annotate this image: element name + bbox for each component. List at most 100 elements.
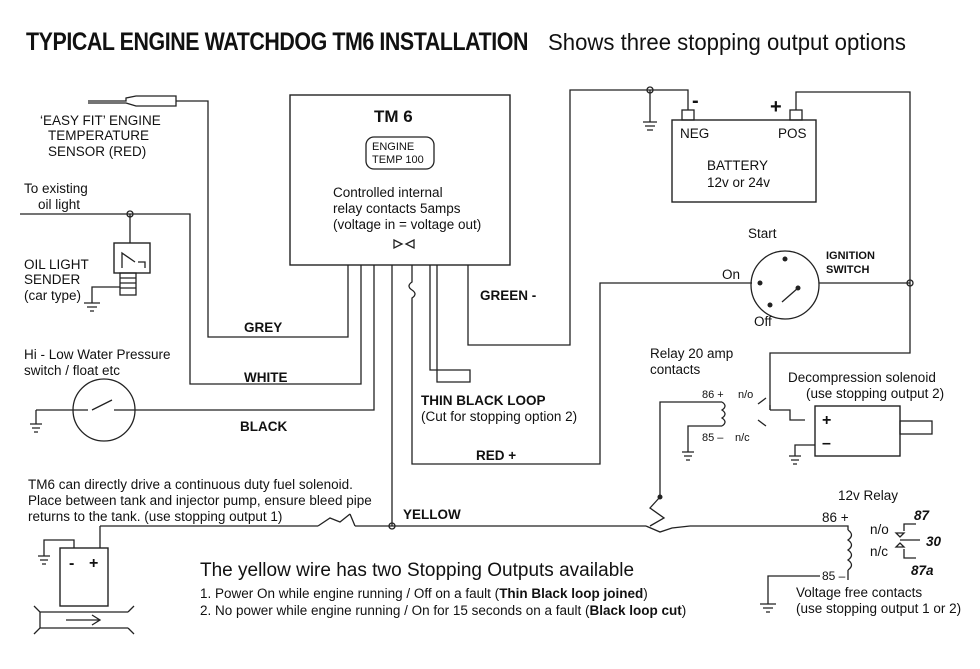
ignition-switch-label-1: IGNITION (826, 250, 875, 262)
black-wire-label: BLACK (240, 419, 287, 434)
thin-black-loop-label: THIN BLACK LOOP (421, 393, 546, 408)
relay20-no: n/o (738, 389, 753, 401)
fuel-solenoid-pipe (33, 605, 135, 635)
ignition-switch-label-2: SWITCH (826, 264, 869, 276)
relay20-contacts (757, 397, 805, 427)
oil-sender-body (113, 242, 151, 274)
temp-sensor-probe (88, 95, 177, 107)
tm6-relay-contact-symbol (393, 238, 415, 250)
relay12-coil-wire (830, 525, 849, 580)
relay12-voltage-free-2: (use stopping output 1 or 2) (796, 601, 961, 616)
red-wire-label: RED + (476, 448, 516, 463)
tm6-unit (289, 94, 511, 266)
yellow-junction (388, 522, 396, 530)
ignition-on-label: On (722, 267, 740, 282)
relay12-pin30: 30 (926, 534, 942, 549)
battery-pos-sign: + (770, 96, 782, 118)
tm6-relay-text-1: Controlled internal (333, 185, 443, 200)
relay12-coil (846, 529, 853, 571)
relay12-85-wire (760, 575, 820, 613)
battery-voltage: 12v or 24v (707, 175, 770, 190)
ignition-contact-start (782, 256, 788, 262)
green-wire (467, 89, 689, 346)
relay20-switch-dot (657, 494, 663, 500)
water-switch-label-1: Hi - Low Water Pressure (24, 347, 171, 362)
tm6-name: TM 6 (374, 107, 413, 126)
stopping-heading: The yellow wire has two Stopping Outputs… (200, 560, 634, 581)
battery-pos-terminal (789, 109, 803, 121)
green-wire-label: GREEN - (480, 288, 536, 303)
red-wire (408, 265, 752, 465)
thin-black-loop-note: (Cut for stopping option 2) (421, 409, 577, 424)
water-switch-label-2: switch / float etc (24, 363, 120, 378)
ignition-off-label: Off (754, 314, 772, 329)
fuel-solenoid-wires (38, 526, 101, 565)
fuel-solenoid-minus: - (69, 555, 74, 572)
grey-wire-label: GREY (244, 320, 282, 335)
battery-neg-sign: - (692, 90, 699, 112)
oil-light-junction (126, 210, 134, 218)
thin-black-loop (429, 265, 471, 383)
relay20-pin85: 85 – (702, 432, 724, 444)
fuel-solenoid-body (59, 547, 109, 607)
relay20-pin86: 86 + (702, 389, 724, 401)
ignition-switch (750, 250, 820, 320)
relay20-label-2: contacts (650, 362, 701, 377)
relay20-switch (645, 496, 691, 533)
battery-pos-wire (769, 91, 911, 410)
ignition-start-label: Start (748, 226, 777, 241)
decomp-plus: + (822, 412, 831, 429)
fuel-solenoid-text-2: Place between tank and injector pump, en… (28, 493, 372, 508)
temp-sensor-label-3: SENSOR (RED) (48, 144, 146, 159)
stopping-option-1: 1. Power On while engine running / Off o… (200, 586, 648, 601)
engine-temp-badge-line1: ENGINE (372, 141, 414, 153)
stopping-option-2: 2. No power while engine running / On fo… (200, 603, 686, 618)
oil-sender-thread-lines (120, 277, 136, 289)
temp-sensor-label-1: ‘EASY FIT’ ENGINE (40, 113, 161, 128)
oil-light-label-1: To existing (24, 181, 88, 196)
fuel-flow-arrow (66, 614, 102, 626)
battery-label: BATTERY (707, 158, 768, 173)
oil-sender-label-2: SENDER (24, 272, 81, 287)
relay12-nc: n/c (870, 544, 888, 559)
battery-pos-label: POS (778, 126, 807, 141)
oil-sender-thread (119, 272, 137, 296)
stopping-option-1-end: ) (643, 586, 648, 601)
decomp-label-1: Decompression solenoid (788, 370, 936, 385)
white-wire-label: WHITE (244, 370, 288, 385)
ignition-contact-on (757, 280, 763, 286)
stopping-option-2-text: 2. No power while engine running / On fo… (200, 603, 590, 618)
relay12-no: n/o (870, 522, 889, 537)
temp-sensor-label-2: TEMPERATURE (48, 128, 149, 143)
relay20-coil-wires (659, 401, 722, 497)
grey-wire (176, 100, 349, 338)
fuel-solenoid-text-1: TM6 can directly drive a continuous duty… (28, 477, 353, 492)
water-switch-contact (91, 399, 120, 411)
stopping-option-2-end: ) (682, 603, 687, 618)
relay12-pin85: 85 – (822, 569, 846, 583)
stopping-option-2-bold: Black loop cut (589, 603, 682, 618)
engine-temp-badge (365, 136, 435, 170)
oil-sender-label-3: (car type) (24, 288, 81, 303)
relay12-pin87: 87 (914, 508, 931, 523)
black-wire (36, 265, 375, 411)
white-wire (20, 213, 362, 385)
fuel-solenoid-text-3: returns to the tank. (use stopping outpu… (28, 509, 282, 524)
neg-ground (643, 90, 657, 131)
relay12-pin87a: 87a (911, 563, 934, 578)
decomp-label-2: (use stopping output 2) (806, 386, 944, 401)
battery (671, 119, 817, 203)
decomp-plunger (899, 420, 933, 435)
oil-light-label-2: oil light (38, 197, 80, 212)
decomp-solenoid (814, 405, 901, 457)
engine-temp-badge-line2: TEMP 100 (372, 154, 424, 166)
decomp-ground (789, 444, 815, 465)
stopping-option-1-text: 1. Power On while engine running / Off o… (200, 586, 500, 601)
ignition-junction (906, 279, 914, 287)
relay20-nc: n/c (735, 432, 750, 444)
oil-sender-label-1: OIL LIGHT (24, 257, 89, 272)
yellow-switch-1 (317, 513, 356, 527)
diagram-subtitle: Shows three stopping output options (548, 29, 906, 55)
tm6-relay-text-3: (voltage in = voltage out) (333, 217, 481, 232)
